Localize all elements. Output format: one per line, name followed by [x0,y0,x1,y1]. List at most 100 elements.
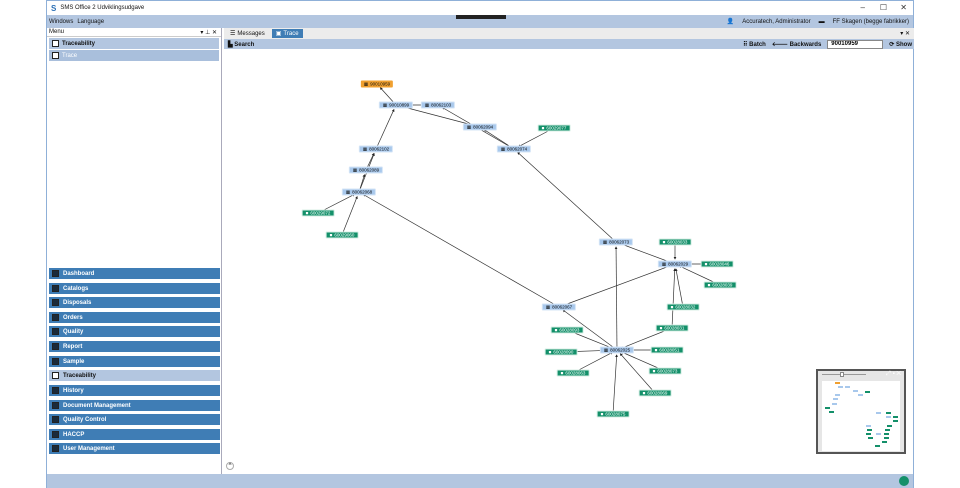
batch-node[interactable]: ▦80062073 [598,238,634,246]
nav-item-traceability[interactable]: Traceability [49,370,220,381]
nav-icon [52,431,59,438]
company-name[interactable]: FF Skagen (begge fabrikker) [832,18,909,25]
nav-item-catalogs[interactable]: Catalogs [49,283,220,294]
batch-button[interactable]: ⠿ Batch [743,41,766,48]
supplier-node[interactable]: ■60028075 [596,410,630,418]
batch-node[interactable]: ▦90010899 [378,101,414,109]
node-label: 60028069 [647,390,668,396]
origin-node[interactable]: ▦90010959 [360,80,394,88]
minimap-node [832,402,838,405]
menu-windows[interactable]: Windows [49,18,74,25]
user-name[interactable]: Accuratech, Administrator [742,18,811,25]
minimap-node [882,440,888,443]
collapse-button[interactable]: ^ [226,462,234,470]
node-label: 80062073 [609,239,630,245]
nav-icon [52,445,59,452]
batch-node[interactable]: ▦80062094 [462,123,498,131]
supplier-node[interactable]: ■60028090 [544,348,578,356]
menu-item-trace[interactable]: Trace [49,50,219,61]
tab-messages[interactable]: ☰Messages [226,29,269,38]
supplier-node[interactable]: ■60028039 [703,281,737,289]
nav-item-disposals[interactable]: Disposals [49,297,220,308]
title-bar: S SMS Office 2 Udviklingsudgave – ☐ ✕ [47,1,913,15]
nav-item-dashboard[interactable]: Dashboard [49,268,220,279]
truck-icon: ■ [662,239,666,245]
zoom-slider-thumb[interactable] [840,372,844,377]
batch-node[interactable]: ▦80062029 [657,260,693,268]
node-label: 80062068 [352,189,373,195]
truck-icon: ■ [305,210,309,216]
nav-label: Dashboard [63,270,95,277]
nav-item-report[interactable]: Report [49,341,220,352]
close-button[interactable]: ✕ [900,3,907,12]
supplier-node[interactable]: ■60029060 [325,231,359,239]
grid-icon: ▦ [363,81,369,86]
nav-item-haccp[interactable]: HACCP [49,429,220,440]
supplier-node[interactable]: ■60028033 [658,238,692,246]
supplier-node[interactable]: ■60028093 [550,326,584,334]
maximize-button[interactable]: ☐ [879,3,887,12]
minimap-node [884,436,890,439]
node-label: 60028090 [553,349,574,355]
tab-trace[interactable]: ▣Trace [271,29,303,38]
nav-item-orders[interactable]: Orders [49,312,220,323]
nav-item-user-management[interactable]: User Management [49,443,220,454]
batch-node[interactable]: ▦80062074 [496,145,532,153]
supplier-node[interactable]: ■60028069 [638,389,672,397]
supplier-node[interactable]: ■60029077 [537,124,571,132]
window-title: SMS Office 2 Udviklingsudgave [60,5,145,11]
nav-item-document-management[interactable]: Document Management [49,400,220,411]
batch-node[interactable]: ▦80062103 [420,101,456,109]
batch-input[interactable] [827,39,884,49]
nav-item-quality[interactable]: Quality [49,326,220,337]
supplier-node[interactable]: ■60028051 [650,346,684,354]
node-label: 80062025 [610,347,631,353]
pane-controls[interactable]: ▾ ⊥ ✕ [200,29,217,36]
nav-item-sample[interactable]: Sample [49,356,220,367]
search-button[interactable]: ▙ Search [228,41,254,48]
batch-node[interactable]: ▦80062068 [341,188,377,196]
toolbar: ▙ Search ⠿ Batch 🡐 Backwards ⟳ Show [224,39,914,49]
show-button[interactable]: ⟳ Show [889,41,912,48]
grid-icon: ▦ [602,239,608,244]
nav-label: Catalogs [63,285,89,292]
tab-controls[interactable]: ▾ ✕ [900,31,910,37]
company-icon: ▬ [818,18,825,25]
direction-button[interactable]: 🡐 Backwards [772,41,821,48]
batch-node[interactable]: ▦80062102 [358,145,394,153]
truck-icon: ■ [329,232,333,238]
minimize-button[interactable]: – [860,3,865,12]
batch-node[interactable]: ▦80062025 [599,346,635,354]
nav-item-history[interactable]: History [49,385,220,396]
batch-node[interactable]: ▦80062089 [348,166,384,174]
minimap[interactable]: ⤢ ▪ ✕ [816,369,906,454]
nav-icon [52,314,59,321]
nav-icon [52,402,59,409]
grid-icon: ⠿ [743,41,750,48]
supplier-node[interactable]: ■60028031 [655,324,689,332]
batch-node[interactable]: ▦80062067 [541,303,577,311]
supplier-node[interactable]: ■60028046 [700,260,734,268]
supplier-node[interactable]: ■60029072 [301,209,335,217]
minimap-node [866,433,872,436]
truck-icon: ■ [659,325,663,331]
supplier-node[interactable]: ■60028073 [648,367,682,375]
search-label: Search [234,41,255,48]
nav-item-quality-control[interactable]: Quality Control [49,414,220,425]
drag-handle[interactable] [456,15,506,19]
node-label: 80062094 [473,124,494,130]
truck-icon: ■ [670,304,674,310]
tab-bar: ☰Messages ▣Trace ▾ ✕ [224,28,914,39]
node-label: 60029072 [310,210,331,216]
nav-label: Quality Control [63,416,107,423]
zoom-slider[interactable] [822,374,866,375]
minimap-node [884,432,890,435]
minimap-controls[interactable]: ⤢ ▪ ✕ [886,371,901,377]
nav-icon [52,416,59,423]
truck-icon: ■ [600,411,604,417]
nav-icon [52,328,59,335]
refresh-icon: ⟳ [889,41,896,48]
supplier-node[interactable]: ■60028063 [556,369,590,377]
supplier-node[interactable]: ■60028032 [666,303,700,311]
menu-language[interactable]: Language [77,18,105,25]
